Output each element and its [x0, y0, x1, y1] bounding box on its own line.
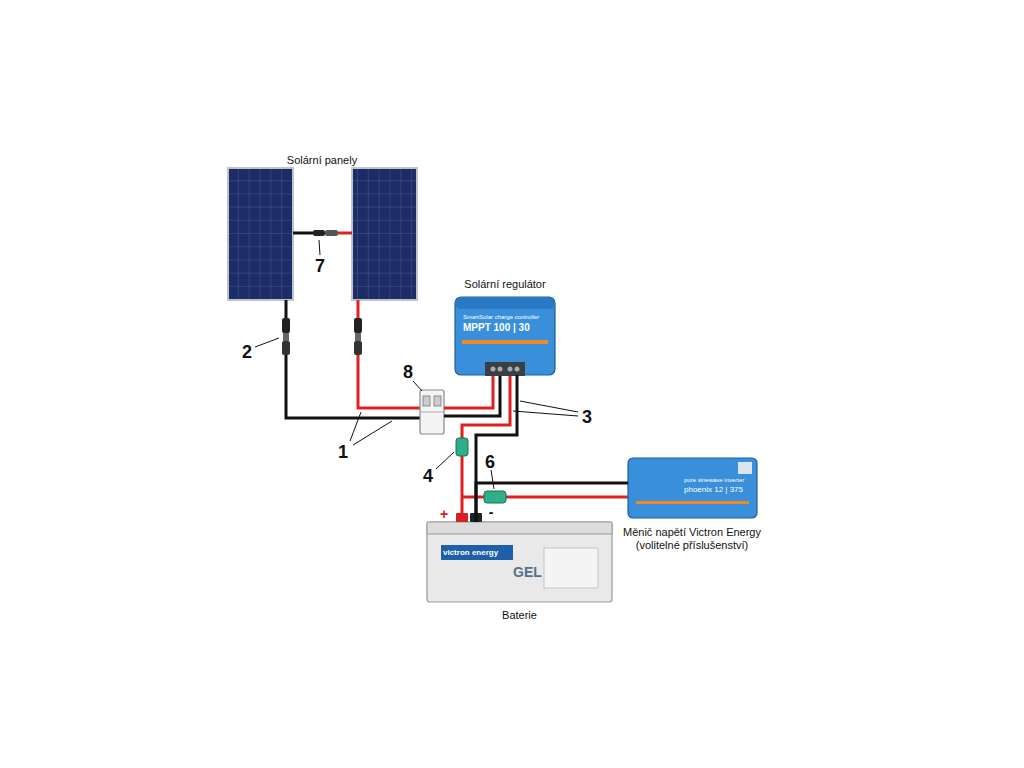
fuse: [484, 491, 506, 503]
battery: [427, 513, 612, 602]
polarity-mark: +: [440, 507, 448, 521]
model-name: MPPT 100 | 30: [463, 322, 551, 334]
group-title: Solární panely: [287, 155, 357, 166]
callout-number: 1: [338, 443, 348, 461]
wire-connector: [476, 375, 517, 522]
device-subtitle: SmartSolar charge controller: [463, 314, 551, 321]
model-name: phoenix 12 | 375: [684, 485, 754, 494]
callout-number: 7: [315, 257, 325, 275]
leader-lines: [255, 240, 578, 489]
charge-controller-node: Solární regulátorSmartSolar charge contr…: [455, 297, 555, 375]
battery-type: GEL: [513, 564, 557, 580]
fuse: [456, 438, 468, 456]
polarity-mark: -: [489, 505, 494, 519]
solar-panel: [228, 168, 293, 300]
device-title: Solární regulátor: [430, 278, 580, 291]
solar-panel: [352, 168, 417, 300]
charge-controller: [455, 297, 555, 376]
inverter-node: pure sinewave inverterphoenix 12 | 375Mě…: [628, 458, 757, 518]
inverter: [628, 458, 757, 518]
device-caption: Měnič napětí Victron Energy (volitelné p…: [608, 526, 776, 551]
brand-name: victron energy: [443, 548, 511, 557]
callout-number: 4: [423, 467, 433, 485]
circuit-breaker: [420, 390, 444, 434]
wire-connector: [476, 483, 628, 522]
callout-number: 8: [403, 363, 413, 381]
callout-number: 3: [582, 408, 592, 426]
device-caption: Baterie: [427, 609, 612, 622]
device-subtitle: pure sinewave inverter: [684, 477, 754, 484]
battery-node: victron energyGELBaterie: [427, 522, 612, 602]
callout-number: 6: [485, 453, 495, 471]
callout-number: 2: [242, 343, 252, 361]
